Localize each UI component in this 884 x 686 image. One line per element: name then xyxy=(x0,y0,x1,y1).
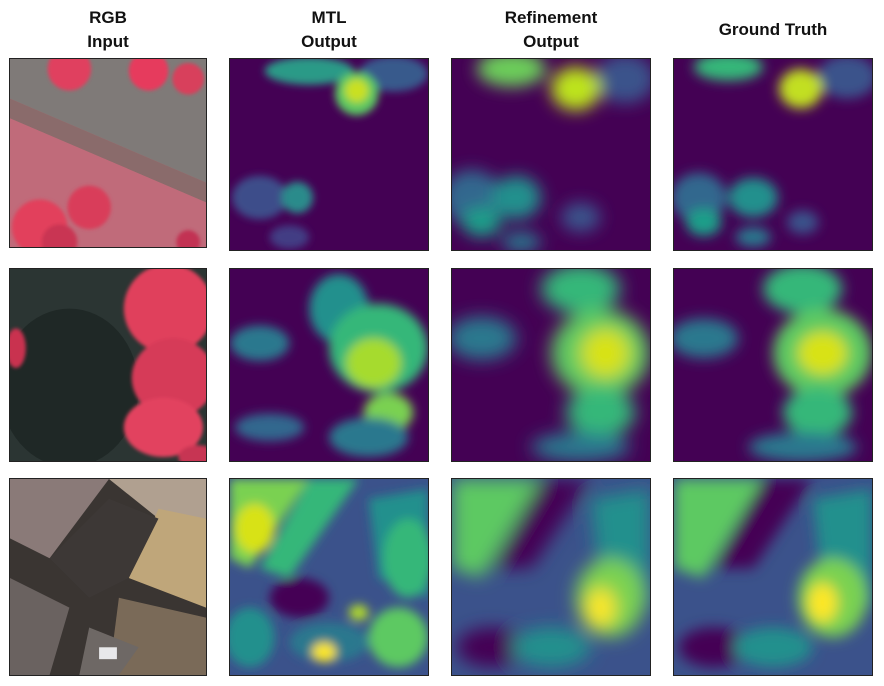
rgb-input-image-row-1 xyxy=(9,58,207,248)
ground-truth-depth-map-row-3 xyxy=(673,478,873,676)
column-header-rgb-input: RGB Input xyxy=(87,8,129,51)
refinement-output-depth-map-row-2 xyxy=(451,268,651,462)
mtl-output-depth-map-row-3 xyxy=(229,478,429,676)
mtl-output-depth-map-row-2 xyxy=(229,268,429,462)
rgb-input-image-row-3 xyxy=(9,478,207,676)
ground-truth-depth-map-row-2 xyxy=(673,268,873,462)
mtl-output-depth-map-row-1 xyxy=(229,58,429,251)
rgb-input-image-row-2 xyxy=(9,268,207,462)
refinement-output-depth-map-row-3 xyxy=(451,478,651,676)
column-header-mtl-output: MTL Output xyxy=(301,8,357,51)
refinement-output-depth-map-row-1 xyxy=(451,58,651,251)
column-header-ground-truth: Ground Truth xyxy=(718,20,828,39)
ground-truth-depth-map-row-1 xyxy=(673,58,873,251)
column-header-refinement-output: Refinement Output xyxy=(504,8,598,51)
